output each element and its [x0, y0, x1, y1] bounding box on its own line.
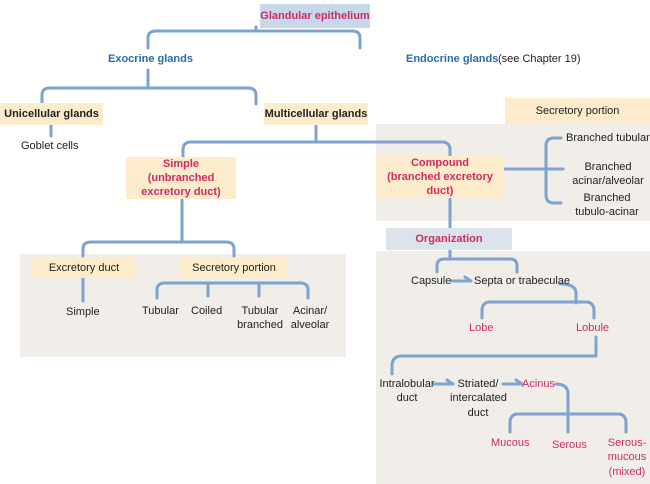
secretory-acinar-alveolar: Acinar/ alveolar [290, 305, 330, 332]
multicellular-label: Multicellular glands [264, 107, 368, 120]
excretory-simple: Simple [66, 306, 100, 318]
simple-secretory-header: Secretory portion [180, 258, 288, 278]
endocrine-note: (see Chapter 19) [498, 53, 581, 65]
excretory-duct-label: Excretory duct [48, 261, 120, 274]
compound-node: Compound (branched excretory duct) [376, 156, 504, 198]
compound-label: Compound (branched excretory duct) [387, 156, 493, 198]
secretory-coiled: Coiled [191, 305, 223, 317]
simple-secretory-label: Secretory portion [192, 261, 276, 274]
excretory-duct-header: Excretory duct [32, 258, 136, 278]
root-label: Glandular epithelium [260, 9, 370, 22]
lobule-label: Lobule [576, 322, 610, 334]
branched-tubulo-acinar: Branched tubulo-acinar [575, 192, 639, 219]
connector-root [146, 29, 362, 50]
acinus-label: Acinus [522, 378, 556, 390]
exocrine-label: Exocrine glands [108, 53, 193, 65]
organization-node: Organization [386, 228, 512, 250]
branched-acinar-alveolar: Branched acinar/alveolar [572, 161, 644, 188]
secretory-tubular: Tubular [142, 305, 179, 317]
root-node: Glandular epithelium [260, 4, 370, 28]
goblet-cells-label: Goblet cells [21, 140, 79, 152]
acinus-serous: Serous [552, 439, 587, 451]
unicellular-node: Unicellular glands [0, 103, 103, 125]
endocrine-label: Endocrine glands [406, 53, 499, 65]
septa-label: Septa or trabeculae [474, 275, 571, 287]
lobe-label: Lobe [469, 322, 494, 334]
acinus-mucous: Mucous [491, 437, 530, 449]
simple-node: Simple (unbranched excretory duct) [126, 157, 236, 199]
acinus-serous-mucous: Serous-mucous (mixed) [607, 437, 647, 478]
capsule-label: Capsule [411, 275, 452, 287]
intralobular-label: Intralobular duct [379, 378, 435, 405]
branched-tubular: Branched tubular [566, 132, 650, 144]
secretory-tubular-branched: Tubular branched [237, 305, 283, 332]
compound-secretory-label: Secretory portion [535, 104, 620, 117]
multicellular-node: Multicellular glands [264, 103, 368, 125]
compound-secretory-header: Secretory portion [505, 98, 650, 124]
striated-label: Striated/ intercalated duct [450, 378, 507, 419]
unicellular-label: Unicellular glands [4, 107, 99, 120]
organization-label: Organization [415, 232, 483, 245]
connector-exocrine [40, 86, 258, 106]
simple-label: Simple (unbranched excretory duct) [141, 157, 221, 199]
